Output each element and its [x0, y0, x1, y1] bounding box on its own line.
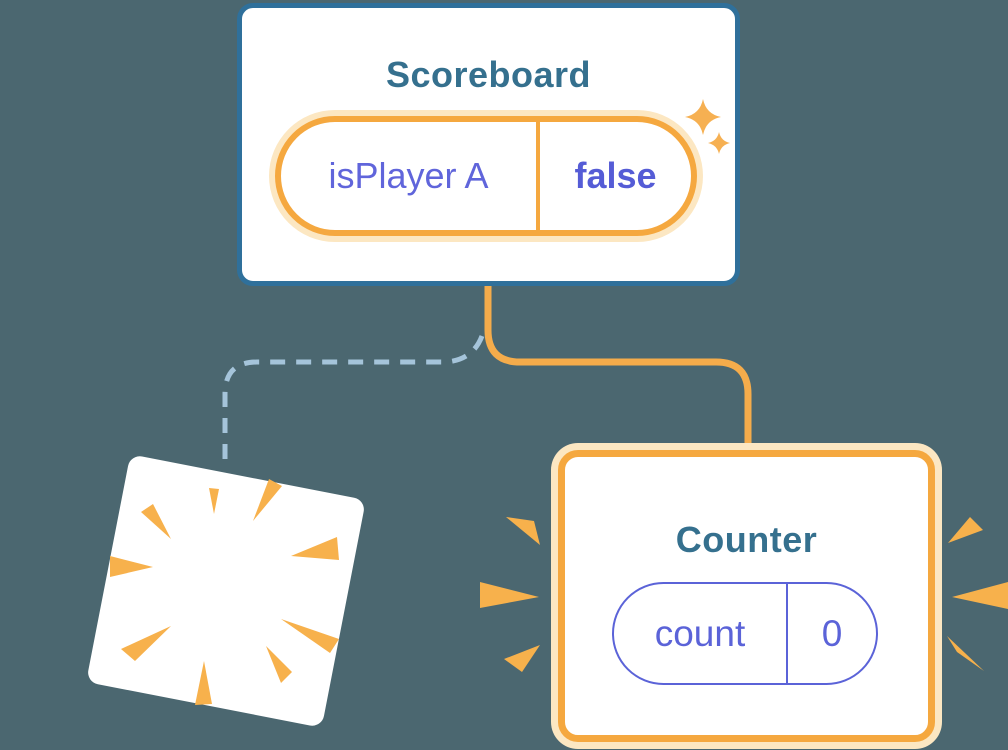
scoreboard-title: Scoreboard: [385, 54, 592, 95]
destroyed-counter-card: [86, 454, 366, 728]
counter-state-pill: count 0: [612, 582, 878, 685]
scoreboard-card: Scoreboard isPlayer A false: [237, 3, 740, 286]
destroyed-connector-dashed-line: [222, 335, 485, 462]
counter-card: Counter count 0: [558, 450, 935, 742]
counter-state-value-label: 0: [786, 584, 876, 683]
counter-title: Counter: [675, 519, 818, 560]
counter-state-name-label: count: [654, 612, 746, 654]
spark-wedges-right-icon: [947, 517, 1008, 671]
state-name-label: isPlayer A: [328, 155, 489, 196]
new-counter-connector-line: [484, 284, 752, 452]
scoreboard-state-pill: isPlayer A false: [275, 116, 697, 236]
state-value-label: false: [536, 122, 691, 230]
spark-wedges-left-icon: [480, 517, 540, 672]
